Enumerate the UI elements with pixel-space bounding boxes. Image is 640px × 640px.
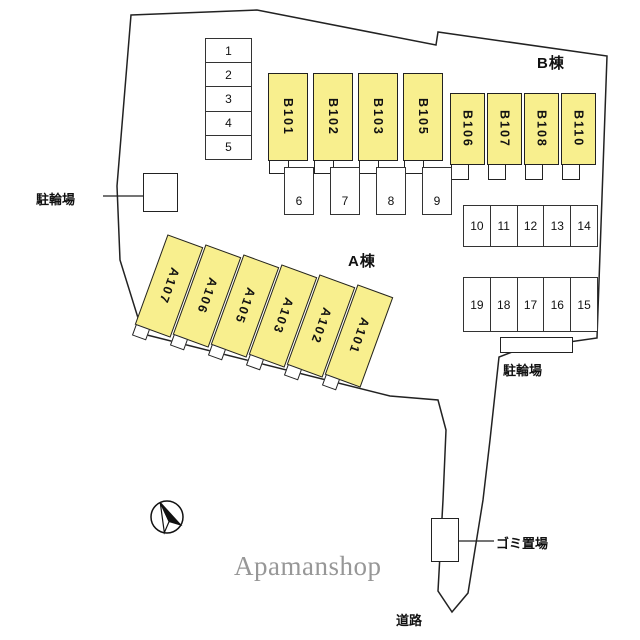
parking-left-column: 1 2 3 4 5 <box>205 38 252 160</box>
unit-b101: B101 <box>268 73 308 174</box>
parking-space-19: 19 <box>464 278 491 331</box>
parking-space-11: 11 <box>491 206 518 246</box>
unit-b102: B102 <box>313 73 353 174</box>
bicycle-parking-right-label: 駐輪場 <box>503 363 543 378</box>
parking-space-1: 1 <box>206 39 251 64</box>
parking-space-3: 3 <box>206 87 251 112</box>
parking-space-18: 18 <box>491 278 518 331</box>
parking-space-7: 7 <box>330 167 360 215</box>
bicycle-parking-left-area <box>143 173 178 212</box>
unit-b106: B106 <box>450 93 485 180</box>
parking-space-10: 10 <box>464 206 491 246</box>
parking-space-17: 17 <box>518 278 545 331</box>
unit-b110: B110 <box>561 93 596 180</box>
bicycle-parking-left-label: 駐輪場 <box>36 192 76 207</box>
unit-a101-label: A101 <box>345 315 373 357</box>
parking-space-16: 16 <box>544 278 572 331</box>
unit-b106-label: B106 <box>460 110 475 148</box>
unit-b110-label: B110 <box>571 110 586 148</box>
parking-space-13: 13 <box>544 206 572 246</box>
unit-a103-label: A103 <box>269 295 297 337</box>
unit-b107-label: B107 <box>497 110 512 148</box>
parking-space-6: 6 <box>284 167 314 215</box>
unit-b107: B107 <box>487 93 522 180</box>
unit-a106-label: A106 <box>193 275 221 317</box>
parking-space-4: 4 <box>206 112 251 136</box>
unit-a107-label: A107 <box>155 265 183 307</box>
road-label: 道路 <box>396 613 423 628</box>
unit-b103: B103 <box>358 73 398 174</box>
unit-b105-entrance <box>404 160 424 174</box>
unit-b105: B105 <box>403 73 443 174</box>
unit-b105-label: B105 <box>416 98 430 136</box>
unit-b108-label: B108 <box>534 110 549 148</box>
parking-space-5: 5 <box>225 140 232 155</box>
unit-a105-label: A105 <box>231 285 259 327</box>
unit-b107-entrance <box>488 164 506 180</box>
unit-b108: B108 <box>524 93 559 180</box>
unit-b101-label: B101 <box>281 98 295 136</box>
watermark: Apamanshop <box>234 551 382 581</box>
unit-b110-entrance <box>562 164 580 180</box>
unit-b106-entrance <box>451 164 469 180</box>
unit-a102-label: A102 <box>307 305 335 347</box>
north-arrow-icon <box>150 500 184 535</box>
garbage-area-label: ゴミ置場 <box>496 536 549 551</box>
parking-row-10-14: 10 11 12 13 14 <box>463 205 598 247</box>
parking-space-15: 15 <box>577 297 591 312</box>
building-b-label: B棟 <box>537 55 565 72</box>
unit-b108-entrance <box>525 164 543 180</box>
building-a-label: A棟 <box>348 253 376 270</box>
parking-row-15-19: 19 18 17 16 15 <box>463 277 598 332</box>
unit-b102-label: B102 <box>326 98 340 136</box>
parking-space-14: 14 <box>577 219 591 233</box>
garbage-area-rect <box>431 518 459 562</box>
parking-space-2: 2 <box>206 63 251 88</box>
parking-space-12: 12 <box>518 206 545 246</box>
bicycle-parking-right-area <box>500 337 573 353</box>
parking-space-9: 9 <box>422 167 452 215</box>
unit-b103-label: B103 <box>371 98 385 136</box>
parking-space-8: 8 <box>376 167 406 215</box>
